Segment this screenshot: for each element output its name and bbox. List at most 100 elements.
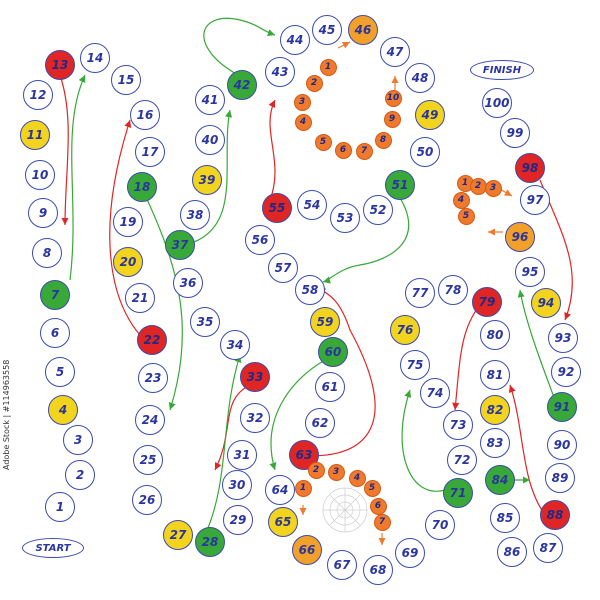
board-cell: 67 [327, 550, 357, 580]
board-cell: 17 [135, 137, 165, 167]
board-cell: 57 [268, 253, 298, 283]
bonus-step: 5 [363, 479, 381, 497]
board-cell: 54 [297, 190, 327, 220]
board-cell: 43 [265, 57, 295, 87]
bonus-step: 9 [383, 110, 401, 128]
bonus-step: 1 [294, 479, 312, 497]
board-cell: 2 [65, 460, 95, 490]
board-cell: 30 [222, 470, 252, 500]
stock-credit: Adobe Stock | #114963558 [2, 359, 11, 470]
board-cell: 28 [195, 527, 225, 557]
board-cell: 55 [262, 193, 292, 223]
board-cell: 70 [425, 510, 455, 540]
board-cell: 4 [48, 395, 78, 425]
board-cell: 1 [45, 492, 75, 522]
board-cell: 32 [240, 403, 270, 433]
bonus-step: 3 [484, 179, 502, 197]
board-cell: 58 [295, 275, 325, 305]
start-label: START [22, 538, 84, 558]
board-cell: 72 [447, 445, 477, 475]
bonus-step: 6 [369, 497, 387, 515]
red-arrow [452, 304, 481, 411]
board-cell: 27 [163, 520, 193, 550]
green-arrow [69, 74, 86, 281]
board-cell: 8 [32, 238, 62, 268]
board-cell: 31 [227, 440, 257, 470]
board-cell: 59 [310, 307, 340, 337]
board-cell: 48 [405, 63, 435, 93]
board-cell: 53 [330, 203, 360, 233]
board-cell: 75 [400, 350, 430, 380]
board-cell: 73 [443, 410, 473, 440]
bonus-step: 8 [374, 131, 392, 149]
board-cell: 21 [125, 283, 155, 313]
board-cell: 65 [268, 507, 298, 537]
board-cell: 11 [20, 120, 50, 150]
bonus-step: 3 [327, 463, 345, 481]
board-cell: 16 [130, 100, 160, 130]
board-cell: 18 [127, 172, 157, 202]
board-cell: 3 [63, 425, 93, 455]
board-cell: 23 [138, 363, 168, 393]
board-cell: 29 [223, 505, 253, 535]
board-cell: 62 [305, 408, 335, 438]
board-cell: 87 [533, 533, 563, 563]
board-cell: 42 [227, 70, 257, 100]
board-cell: 78 [438, 275, 468, 305]
board-cell: 9 [28, 198, 58, 228]
board-cell: 5 [45, 357, 75, 387]
orange-arrow [337, 41, 351, 49]
board-cell: 24 [135, 405, 165, 435]
board-cell: 80 [480, 320, 510, 350]
bonus-step: 5 [457, 207, 475, 225]
board-cell: 37 [165, 230, 195, 260]
spider-web-icon [322, 487, 368, 533]
board-cell: 86 [497, 537, 527, 567]
board-cell: 69 [395, 538, 425, 568]
board-cell: 84 [485, 465, 515, 495]
bonus-step: 4 [294, 113, 312, 131]
board-cell: 35 [190, 307, 220, 337]
board-cell: 98 [515, 153, 545, 183]
bonus-step: 3 [293, 93, 311, 111]
bonus-step: 2 [305, 74, 323, 92]
board-cell: 10 [25, 160, 55, 190]
board-cell: 71 [443, 478, 473, 508]
board-cell: 7 [40, 280, 70, 310]
board-cell: 85 [490, 503, 520, 533]
board-cell: 39 [192, 165, 222, 195]
board-cell: 46 [348, 15, 378, 45]
board-cell: 89 [545, 463, 575, 493]
bonus-step: 4 [348, 469, 366, 487]
board-cell: 90 [547, 430, 577, 460]
board-cell: 47 [380, 37, 410, 67]
board-cell: 26 [132, 485, 162, 515]
board-cell: 51 [385, 170, 415, 200]
board-cell: 83 [480, 428, 510, 458]
board-cell: 15 [111, 65, 141, 95]
board-cell: 66 [292, 535, 322, 565]
board-cell: 81 [480, 360, 510, 390]
board-cell: 41 [195, 85, 225, 115]
board-cell: 94 [531, 288, 561, 318]
board-cell: 93 [548, 323, 578, 353]
board-cell: 92 [551, 357, 581, 387]
board-cell: 12 [23, 80, 53, 110]
board-cell: 6 [40, 318, 70, 348]
bonus-step: 10 [384, 89, 402, 107]
board-cell: 52 [363, 195, 393, 225]
green-arrow [203, 17, 276, 76]
board-cell: 36 [173, 268, 203, 298]
board-cell: 74 [420, 378, 450, 408]
finish-label: FINISH [470, 60, 534, 80]
bonus-step: 2 [307, 461, 325, 479]
board-cell: 76 [390, 315, 420, 345]
board-cell: 77 [405, 278, 435, 308]
board-cell: 68 [363, 555, 393, 585]
bonus-step: 7 [373, 513, 391, 531]
red-arrow [508, 384, 546, 516]
board-cell: 38 [180, 200, 210, 230]
bonus-step: 6 [334, 141, 352, 159]
red-arrow [268, 99, 276, 201]
